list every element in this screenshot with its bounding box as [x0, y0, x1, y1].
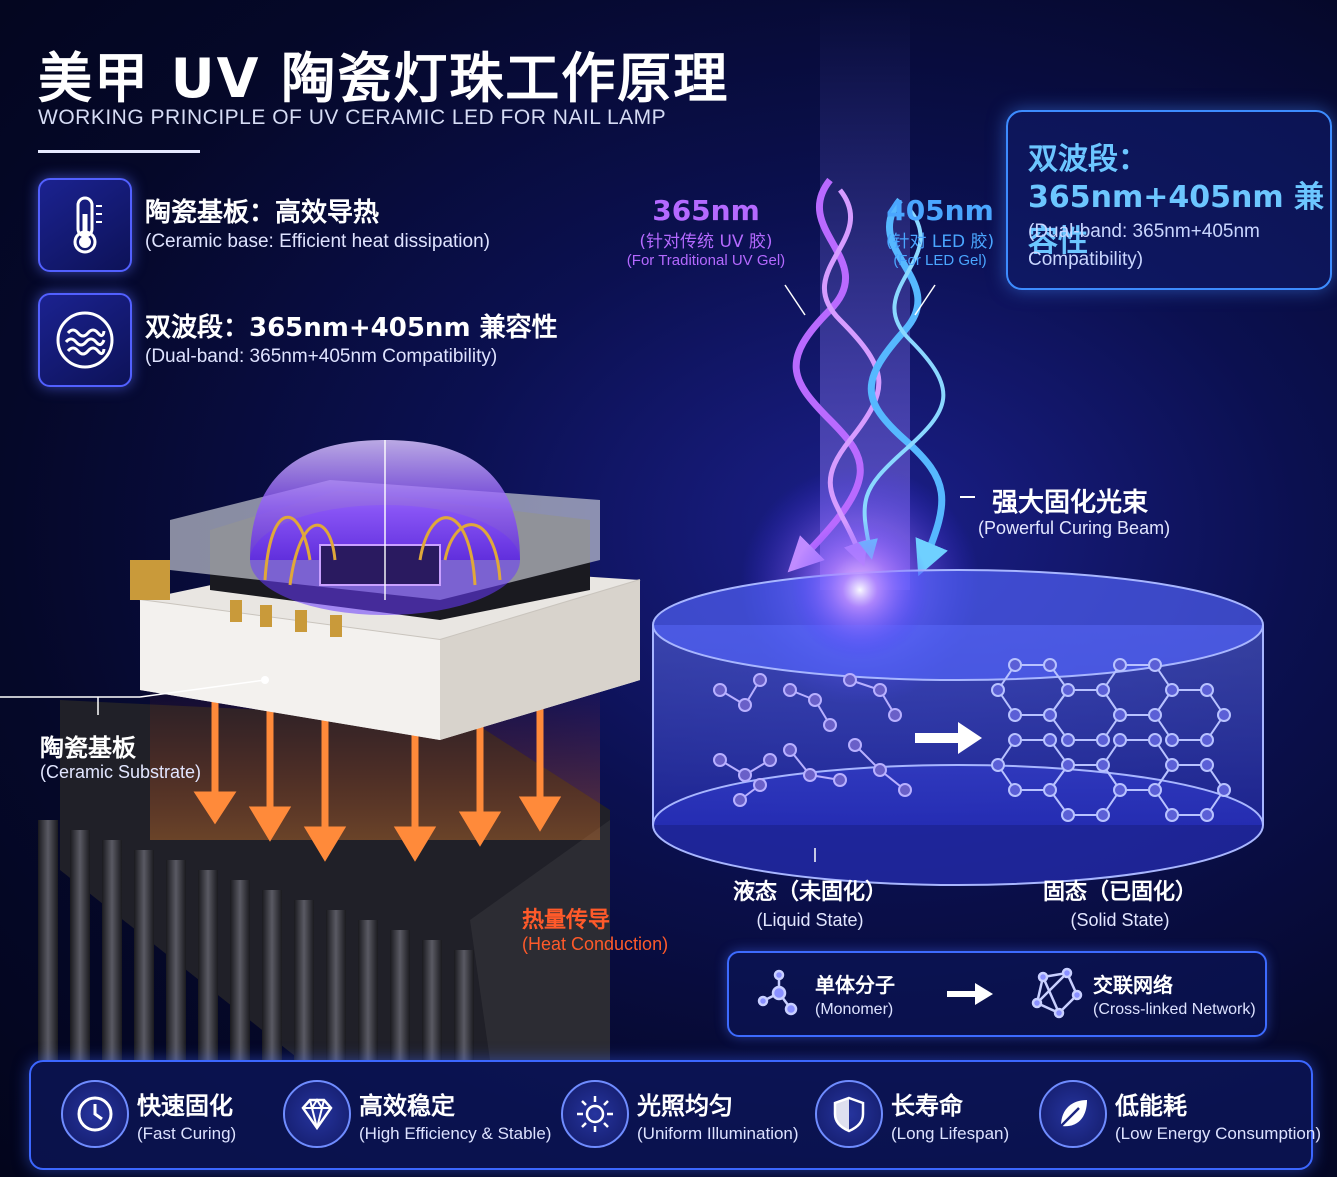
feature-title-band: 双波段：365nm+405nm 兼容性 [145, 313, 558, 343]
wavelength-405-cn: (针对 LED 胶) [885, 232, 995, 252]
feature-icon-box-band [38, 293, 132, 387]
ray-405-b [858, 208, 946, 560]
page-title: 美甲 UV 陶瓷灯珠工作原理 [38, 47, 730, 110]
liquid-state-en: (Liquid State) [756, 910, 864, 930]
shield-icon [833, 1096, 865, 1133]
liquid-state-cn: 液态（未固化） [732, 880, 887, 905]
liquid-state-label: 液态（未固化） (Liquid State) [720, 874, 900, 931]
ray-365-a [787, 177, 864, 573]
monomer-molecules [713, 673, 912, 807]
wavelength-365-en: (For Traditional UV Gel) [626, 252, 786, 269]
beam-label-cn: 强大固化光束 [992, 488, 1149, 518]
benefit-icon-lifespan [815, 1080, 883, 1148]
clock-icon [77, 1096, 113, 1132]
ceramic-led [130, 440, 641, 740]
benefit-lifespan-en: (Long Lifespan) [891, 1124, 1010, 1143]
beam-label-en: (Powerful Curing Beam) [978, 518, 1171, 538]
network-label-cn: 交联网络 [1093, 973, 1173, 997]
benefit-stable-en: (High Efficiency & Stable) [359, 1124, 552, 1143]
wavelength-405-value: 405nm [886, 194, 994, 227]
wave-icon [56, 311, 114, 369]
wavelength-365: 365nm (针对传统 UV 胶) (For Traditional UV Ge… [626, 194, 786, 269]
thermometer-icon [73, 196, 102, 254]
ray-405-a [867, 197, 948, 577]
feature-title-heat: 陶瓷基板：高效导热 [145, 198, 380, 228]
wavelength-405: 405nm (针对 LED 胶) (For LED Gel) [882, 194, 998, 269]
dual-band-panel: 双波段： 365nm+405nm 兼容性 (Dual-band: 365nm+4… [1006, 110, 1332, 290]
monomer-label-en: (Monomer) [815, 1001, 894, 1018]
wavelength-365-cn: (针对传统 UV 胶) [639, 232, 773, 252]
benefit-stable-cn: 高效稳定 [359, 1092, 455, 1120]
solid-state-cn: 固态（已固化） [1042, 880, 1197, 905]
monomer-network-legend: 单体分子 (Monomer) 交联网络 (Cross-linked Networ… [727, 951, 1267, 1037]
benefit-lifespan-cn: 长寿命 [891, 1092, 963, 1120]
substrate-label-cn: 陶瓷基板 [40, 734, 136, 762]
leaf-icon [1060, 1100, 1087, 1127]
network-label-en: (Cross-linked Network) [1093, 1001, 1256, 1018]
feature-subtitle-heat: (Ceramic base: Efficient heat dissipatio… [145, 231, 490, 252]
heat-label-cn: 热量传导 [522, 908, 611, 933]
dual-band-heading: 双波段： [1028, 142, 1148, 177]
dual-band-value: 365nm+405nm 兼容性 [1028, 180, 1325, 259]
page-subtitle: WORKING PRINCIPLE OF UV CERAMIC LED FOR … [38, 106, 667, 129]
wavelength-405-en: (For LED Gel) [893, 252, 987, 269]
feature-icon-box-heat [38, 178, 132, 272]
feature-subtitle-band: (Dual-band: 365nm+405nm Compatibility) [145, 346, 498, 367]
benefit-fast-cn: 快速固化 [137, 1092, 233, 1120]
benefit-energy-cn: 低能耗 [1115, 1092, 1187, 1120]
solid-state-en: (Solid State) [1070, 910, 1170, 930]
crosslinked-network [991, 658, 1231, 822]
benefits-bar: 快速固化 (Fast Curing) 高效稳定 (High Efficiency… [29, 1060, 1321, 1170]
benefit-energy-en: (Low Energy Consumption) [1115, 1124, 1321, 1143]
arrow-right-icon [947, 983, 993, 1005]
benefit-icon-energy [1039, 1080, 1107, 1148]
dual-band-description: (Dual-band: 365nm+405nm Compatibility) [1028, 221, 1260, 270]
wavelength-365-value: 365nm [652, 194, 760, 227]
benefit-icon-fast [61, 1080, 129, 1148]
benefit-uniform-en: (Uniform Illumination) [637, 1124, 799, 1143]
monomer-label-cn: 单体分子 [815, 973, 895, 997]
uv-rays [784, 177, 975, 577]
monomer-icon [757, 969, 798, 1016]
solid-state-label: 固态（已固化） (Solid State) [1030, 874, 1210, 931]
benefit-fast-en: (Fast Curing) [137, 1124, 237, 1143]
title-divider [38, 150, 200, 153]
diamond-icon [301, 1098, 333, 1131]
substrate-label-en: (Ceramic Substrate) [40, 762, 202, 782]
benefit-icon-uniform [561, 1080, 629, 1148]
heat-label-en: (Heat Conduction) [522, 934, 669, 954]
sun-icon [577, 1096, 613, 1132]
benefit-uniform-cn: 光照均匀 [637, 1092, 733, 1120]
benefit-icon-stable [283, 1080, 351, 1148]
network-icon [1031, 967, 1083, 1019]
